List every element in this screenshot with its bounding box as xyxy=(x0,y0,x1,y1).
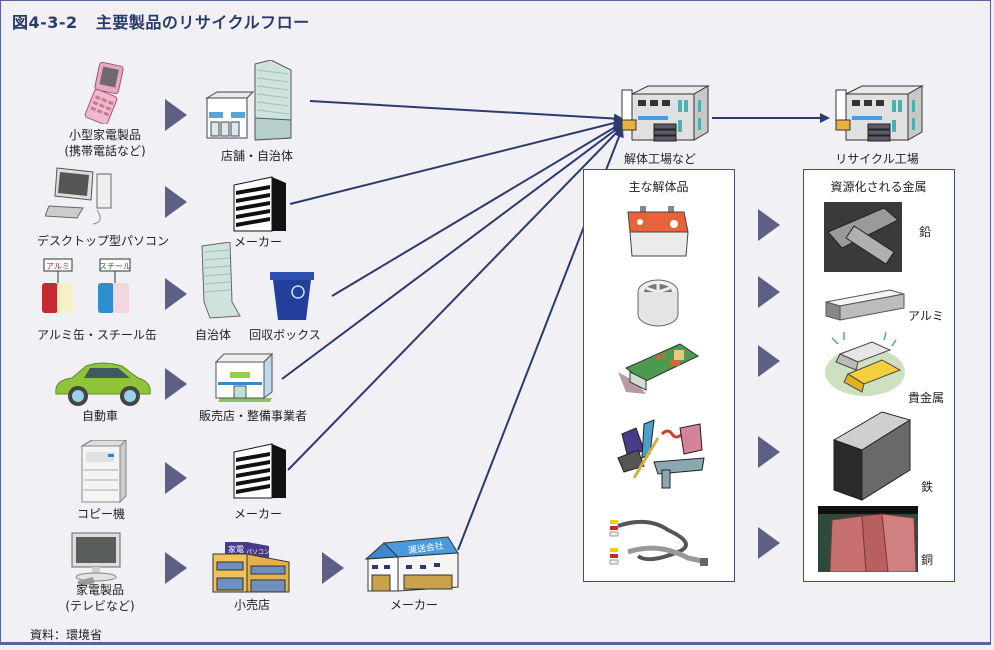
manufacturer-building-icon xyxy=(232,440,288,500)
retail-sign-appliances: 家電 xyxy=(228,544,244,554)
manufacturer-building-icon xyxy=(232,173,288,233)
recycle-bin-icon xyxy=(268,270,316,322)
dismantling-factory-label: 解体工場など xyxy=(623,152,696,166)
flow-arrow-right xyxy=(758,276,780,308)
flow-arrow-right xyxy=(758,436,780,468)
desktop-pc-icon xyxy=(44,166,120,226)
can-sign-aluminum: アルミ xyxy=(46,262,70,271)
collector-label-municipality: 自治体 xyxy=(194,328,231,342)
factory-icon xyxy=(832,84,928,146)
dismantled-parts-title: 主な解体品 xyxy=(628,180,689,194)
car-battery-icon xyxy=(626,204,690,258)
product-label-cans: アルミ缶・スチール缶 xyxy=(37,328,157,342)
metal-label-iron: 鉄 xyxy=(920,480,933,494)
aluminum-ingot-icon xyxy=(824,288,906,322)
product-label-car: 自動車 xyxy=(81,409,118,423)
circuit-board-icon xyxy=(616,342,702,394)
cables-icon xyxy=(608,512,712,570)
iron-block-icon xyxy=(824,410,912,502)
flow-arrow-right xyxy=(165,99,187,131)
product-label-desktop-pc: デスクトップ型パソコン xyxy=(36,234,169,248)
collector-label-store-municipal: 店舗・自治体 xyxy=(220,149,293,163)
collector-label-manufacturer: メーカー xyxy=(233,235,282,249)
aluminum-wheel-icon xyxy=(634,278,682,328)
collector-label-manufacturer: メーカー xyxy=(233,507,282,521)
store-and-municipal-building-icon xyxy=(205,59,300,142)
flow-arrow-right xyxy=(165,552,187,584)
figure-number: 図4-3-2 xyxy=(12,13,78,32)
collector-label-collection-box: 回収ボックス xyxy=(249,328,321,342)
flow-arrow-right xyxy=(165,278,187,310)
dealer-building-icon xyxy=(214,352,274,404)
source-note: 資料：環境省 xyxy=(30,628,103,642)
copier-icon xyxy=(78,438,130,504)
cans-icon: アルミ スチール xyxy=(40,257,140,319)
flow-arrow-right xyxy=(758,209,780,241)
flow-arrow-right xyxy=(322,552,344,584)
next-label-manufacturer: メーカー xyxy=(389,598,438,612)
can-sign-steel: スチール xyxy=(99,262,131,271)
recovered-metals-title: 資源化される金属 xyxy=(830,180,927,194)
product-label-home-appliances: 家電製品 (テレビなど) xyxy=(65,583,135,613)
flow-arrow-right xyxy=(758,527,780,559)
municipal-building-icon xyxy=(200,241,242,320)
recovered-metals-panel: 資源化される金属 鉛 アルミ 貴金属 鉄 xyxy=(803,169,955,582)
metal-label-aluminum: アルミ xyxy=(908,309,944,323)
figure-title: 図4-3-2 主要製品のリサイクルフロー xyxy=(12,9,310,33)
copper-plates-icon xyxy=(818,506,918,573)
retail-store-icon: 家電 パソコン xyxy=(205,540,297,595)
product-label-small-appliances: 小型家電製品 (携帯電話など) xyxy=(64,128,146,158)
retail-sign-pc: パソコン xyxy=(246,549,270,556)
product-label-copier: コピー機 xyxy=(76,507,125,521)
collector-label-retailer: 小売店 xyxy=(233,598,270,612)
metal-label-lead: 鉛 xyxy=(918,225,931,239)
factory-icon xyxy=(618,84,714,146)
mobile-phone-icon xyxy=(83,61,127,125)
flow-arrow-right xyxy=(758,345,780,377)
scrap-metal-icon xyxy=(614,414,710,490)
logistics-warehouse-icon: 運送会社 xyxy=(364,535,460,595)
collector-label-dealer: 販売店・整備事業者 xyxy=(198,409,307,423)
flow-arrow-right xyxy=(165,462,187,494)
metal-label-precious: 貴金属 xyxy=(907,391,944,405)
flow-arrow-right xyxy=(165,368,187,400)
tv-icon xyxy=(70,531,126,587)
car-icon xyxy=(52,360,154,408)
precious-metal-bars-icon xyxy=(822,328,908,398)
recycling-factory-label: リサイクル工場 xyxy=(835,152,919,166)
figure-title-text: 主要製品のリサイクルフロー xyxy=(95,13,310,32)
flow-arrow-right xyxy=(165,186,187,218)
lead-ingot-icon xyxy=(824,202,902,272)
dismantled-parts-panel: 主な解体品 xyxy=(583,169,735,582)
metal-label-copper: 銅 xyxy=(920,553,933,567)
